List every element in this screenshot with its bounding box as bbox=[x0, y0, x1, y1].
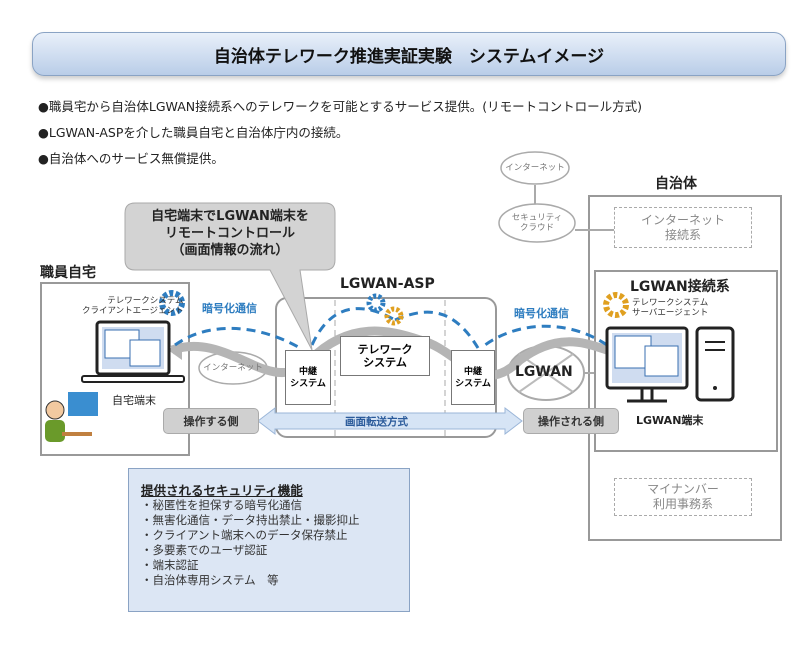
relay-left-line-1: 中継 bbox=[298, 366, 317, 377]
operating-side-tag: 操作する側 bbox=[163, 408, 259, 434]
bullet-3: ●自治体へのサービス無償提供。 bbox=[38, 151, 224, 166]
gear-icon-asp-blue bbox=[366, 293, 386, 313]
server-agent-label: テレワークシステムサーバエージェント bbox=[632, 298, 708, 318]
relay-left-line-2: システム bbox=[290, 378, 326, 389]
lgwan-system-label: LGWAN接続系 bbox=[630, 279, 730, 295]
security-cloud-line-2: クラウド bbox=[519, 223, 554, 233]
gear-icon-home bbox=[159, 290, 185, 316]
security-cloud-label: セキュリティクラウド bbox=[505, 213, 569, 233]
mynumber-label: マイナンバー bbox=[647, 482, 719, 496]
security-item: ・端末認証 bbox=[141, 558, 199, 572]
operated-side-tag: 操作される側 bbox=[523, 408, 619, 434]
home-terminal-label: 自宅端末 bbox=[112, 394, 156, 407]
screen-transfer-label: 画面転送方式 bbox=[345, 416, 408, 428]
encrypted-link-home bbox=[174, 327, 301, 350]
server-agent-line-1: テレワークシステム bbox=[632, 298, 709, 308]
mynumber-system-box: マイナンバー利用事務系 bbox=[614, 478, 752, 516]
server-tower bbox=[695, 326, 735, 402]
encrypted-link-asp-left bbox=[310, 307, 396, 346]
relay-right-line-2: システム bbox=[455, 378, 491, 389]
lgwan-terminal-label: LGWAN端末 bbox=[636, 414, 704, 427]
home-laptop bbox=[81, 320, 185, 383]
gear-icon-server bbox=[603, 292, 629, 318]
encrypted-link-asp-right bbox=[394, 310, 480, 349]
internet-cloud-label: インターネット bbox=[505, 163, 565, 173]
security-cloud-line-1: セキュリティ bbox=[511, 213, 563, 223]
internet-system-label-2: 接続系 bbox=[664, 227, 701, 242]
security-item: ・無害化通信・データ持出禁止・撮影抑止 bbox=[141, 513, 360, 527]
relay-system-right: 中継システム bbox=[451, 350, 495, 405]
internet-system-box: インターネット接続系 bbox=[614, 207, 752, 248]
security-title: 提供されるセキュリティ機能 bbox=[141, 483, 303, 498]
client-agent-label: テレワークシステムクライアントエージェント bbox=[82, 296, 184, 316]
encrypted-label-home: 暗号化通信 bbox=[202, 302, 257, 315]
callout-line-2: リモートコントロール bbox=[164, 226, 295, 241]
callout-line-1: 自宅端末でLGWAN端末を bbox=[151, 209, 309, 224]
telework-line-2: システム bbox=[363, 356, 407, 369]
bullet-2: ●LGWAN-ASPを介した職員自宅と自治体庁内の接続。 bbox=[38, 125, 349, 140]
security-item: ・多要素でのユーザ認証 bbox=[141, 543, 268, 557]
person-illustration bbox=[45, 392, 98, 442]
encrypted-label-lgwan: 暗号化通信 bbox=[514, 307, 569, 320]
internet-cloud-top bbox=[500, 151, 570, 185]
relay-right-line-1: 中継 bbox=[463, 366, 482, 377]
internet-system-label: インターネット bbox=[640, 212, 725, 227]
client-agent-line-2: クライアントエージェント bbox=[82, 306, 184, 316]
callout-text: 自宅端末でLGWAN端末をリモートコントロール （画面情報の流れ） bbox=[125, 208, 335, 259]
gear-icon-asp-orange bbox=[384, 306, 404, 326]
lgwan-monitor bbox=[605, 326, 689, 403]
security-item: ・秘匿性を担保する暗号化通信 bbox=[141, 498, 302, 512]
relay-system-left: 中継システム bbox=[285, 350, 331, 405]
page-title: 自治体テレワーク推進実証実験 システムイメージ bbox=[32, 32, 786, 76]
security-item: ・自治体専用システム 等 bbox=[141, 573, 279, 587]
telework-system: テレワークシステム bbox=[340, 336, 430, 376]
asp-label: LGWAN-ASP bbox=[340, 276, 435, 292]
municipality-label: 自治体 bbox=[655, 176, 697, 192]
bullet-1: ●職員宅から自治体LGWAN接続系へのテレワークを可能とするサービス提供。(リモ… bbox=[38, 99, 643, 114]
mynumber-label-2: 利用事務系 bbox=[652, 497, 713, 511]
lgwan-label: LGWAN bbox=[515, 364, 573, 380]
security-item: ・クライアント端末へのデータ保存禁止 bbox=[141, 528, 348, 542]
client-agent-line-1: テレワークシステム bbox=[107, 296, 184, 306]
callout-bubble bbox=[124, 202, 336, 351]
screen-transfer-arrow bbox=[257, 406, 523, 436]
security-features-note: 提供されるセキュリティ機能 ・秘匿性を担保する暗号化通信 ・無害化通信・データ持… bbox=[128, 468, 410, 612]
home-label: 職員自宅 bbox=[40, 265, 96, 281]
callout-line-3: （画面情報の流れ） bbox=[171, 243, 289, 258]
telework-line-1: テレワーク bbox=[357, 343, 413, 356]
security-cloud bbox=[498, 203, 576, 243]
home-internet-label: インターネット bbox=[203, 363, 263, 373]
server-agent-line-2: サーバエージェント bbox=[632, 308, 709, 318]
encrypted-link-lgwan bbox=[484, 324, 608, 347]
